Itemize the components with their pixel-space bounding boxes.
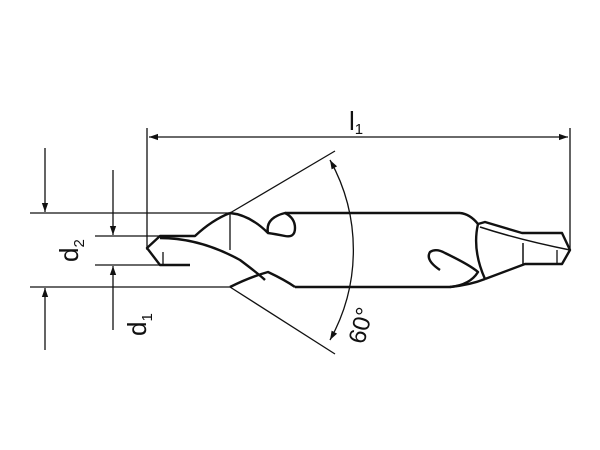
l1-label: l1: [349, 106, 363, 138]
right-cone-edge: [474, 223, 487, 280]
left-flute-loop: [229, 211, 297, 238]
left-flute-lower: [229, 270, 296, 289]
dimension-labels: l1 d2 d1 60°: [54, 106, 379, 347]
right-flute-edge: [479, 226, 571, 251]
d2-label: d2: [54, 239, 88, 262]
cone-angle-line-bottom: [229, 286, 336, 355]
d1-label: d1: [122, 313, 156, 336]
left-pilot-outline: [145, 211, 231, 267]
drill-body: [145, 211, 572, 289]
cone-angle-line-top: [229, 150, 336, 214]
right-pilot-outline: [477, 220, 572, 281]
extension-lines: [30, 128, 571, 355]
angle-arc-arrow: [329, 159, 354, 341]
angle-label: 60°: [344, 305, 379, 347]
dimension-lines: [41, 133, 568, 350]
left-flute-edge: [159, 236, 266, 281]
body-top-shoulder: [459, 211, 479, 225]
right-flute-loop: [427, 249, 480, 289]
